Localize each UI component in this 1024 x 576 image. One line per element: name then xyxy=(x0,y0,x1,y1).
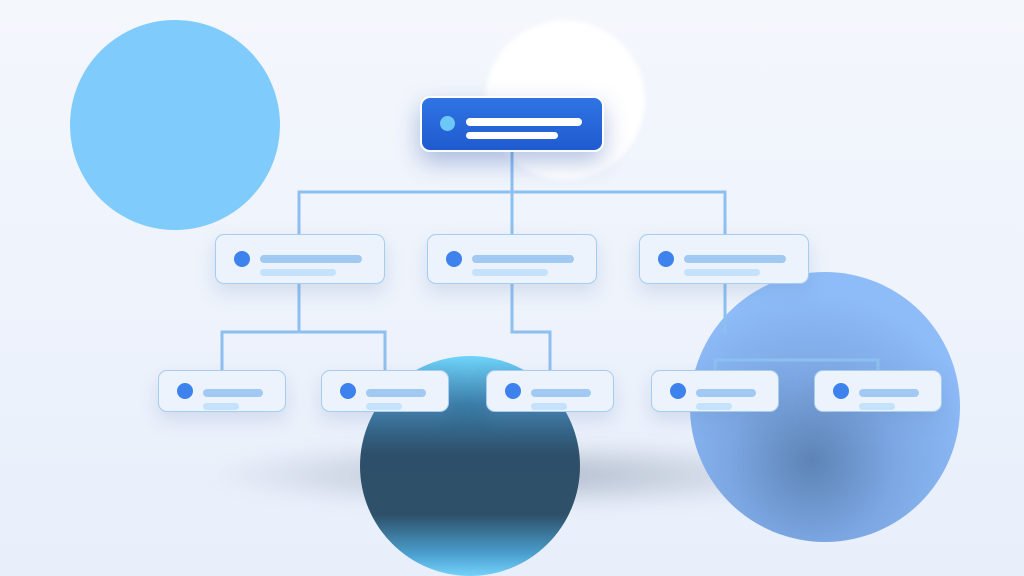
node-dot-icon xyxy=(234,251,250,267)
org-node-center[interactable] xyxy=(427,234,597,284)
text-placeholder-bar xyxy=(696,403,732,410)
org-node-left-a[interactable] xyxy=(158,370,286,412)
text-placeholder-bar xyxy=(531,403,567,410)
text-placeholder-bar xyxy=(203,389,263,397)
decorative-circle-sky xyxy=(70,20,280,230)
text-placeholder-bar xyxy=(531,389,591,397)
org-node-root[interactable] xyxy=(420,96,604,152)
org-node-right-b[interactable] xyxy=(814,370,942,412)
text-placeholder-bar xyxy=(859,389,919,397)
text-placeholder-bar xyxy=(472,269,548,276)
text-placeholder-bar xyxy=(466,118,582,126)
node-dot-icon xyxy=(658,251,674,267)
text-placeholder-bar xyxy=(696,389,756,397)
node-dot-icon xyxy=(340,383,356,399)
text-placeholder-bar xyxy=(859,403,895,410)
org-node-left[interactable] xyxy=(215,234,385,284)
node-dot-icon xyxy=(446,251,462,267)
org-node-right-a[interactable] xyxy=(651,370,779,412)
node-dot-icon xyxy=(177,383,193,399)
org-node-center-a[interactable] xyxy=(486,370,614,412)
text-placeholder-bar xyxy=(203,403,239,410)
text-placeholder-bar xyxy=(684,255,786,263)
node-dot-icon xyxy=(833,383,849,399)
text-placeholder-bar xyxy=(260,269,336,276)
node-dot-icon xyxy=(505,383,521,399)
org-node-right[interactable] xyxy=(639,234,809,284)
text-placeholder-bar xyxy=(366,389,426,397)
text-placeholder-bar xyxy=(366,403,402,410)
text-placeholder-bar xyxy=(472,255,574,263)
connector-center-down xyxy=(510,282,552,372)
text-placeholder-bar xyxy=(684,269,760,276)
org-node-left-b[interactable] xyxy=(321,370,449,412)
text-placeholder-bar xyxy=(260,255,362,263)
node-dot-icon xyxy=(670,383,686,399)
text-placeholder-bar xyxy=(466,132,558,139)
node-dot-icon xyxy=(440,116,455,131)
